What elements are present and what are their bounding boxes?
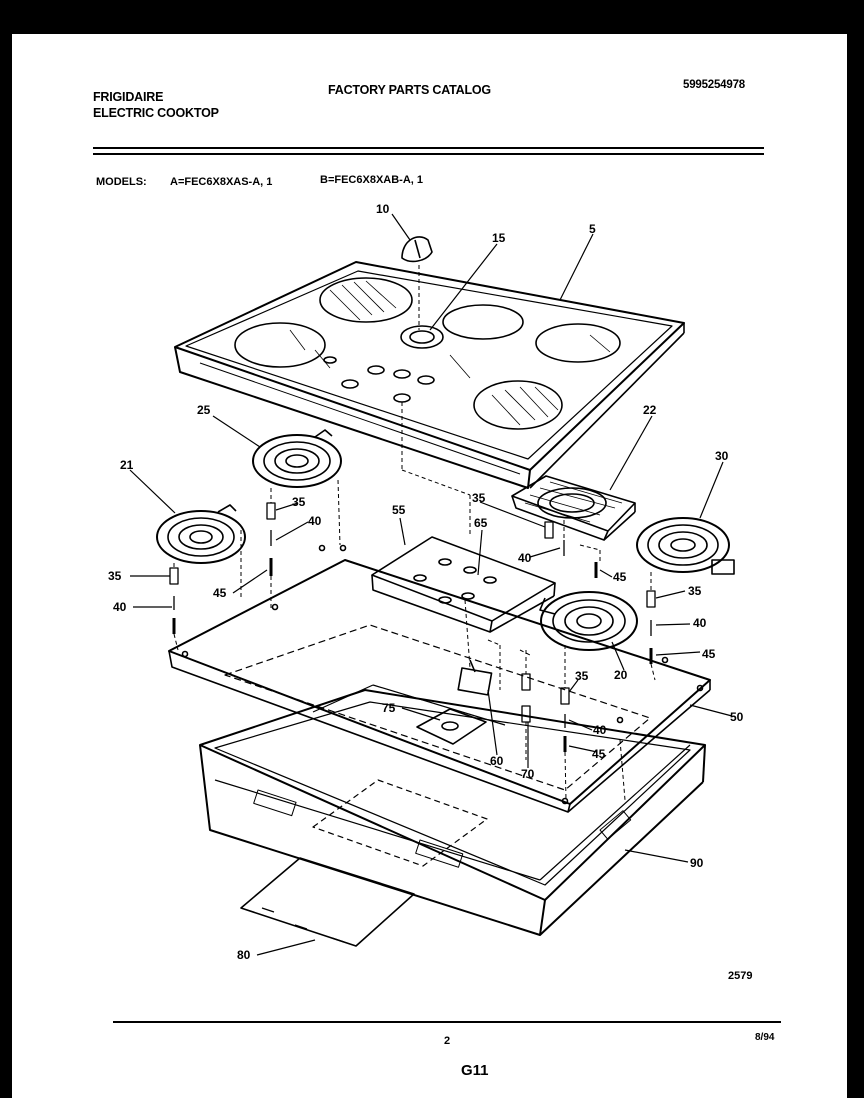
product-name: ELECTRIC COOKTOP — [93, 106, 219, 120]
control-box — [371, 536, 556, 633]
revision-date: 8/94 — [755, 1032, 775, 1043]
callout-21: 21 — [120, 458, 134, 472]
catalog-page — [12, 34, 847, 1098]
callout-10: 10 — [376, 202, 390, 216]
callout-55: 55 — [392, 503, 406, 517]
callout-5: 5 — [589, 222, 596, 236]
callout-45c: 45 — [702, 647, 716, 661]
leader-lines — [129, 213, 733, 956]
callout-60: 60 — [490, 754, 504, 768]
model-a: A=FEC6X8XAS-A, 1 — [170, 176, 273, 188]
section-code: G11 — [461, 1062, 489, 1079]
page-number: 2 — [444, 1035, 451, 1047]
callout-45d: 45 — [592, 747, 606, 761]
header-rule-top — [93, 147, 764, 149]
callout-40e: 40 — [593, 723, 607, 737]
catalog-title: FACTORY PARTS CATALOG — [328, 83, 491, 97]
control-knob — [401, 236, 433, 263]
callout-35b: 35 — [472, 491, 486, 505]
callout-30: 30 — [715, 449, 729, 463]
assembly-lines — [173, 265, 656, 801]
top-frame-plate — [168, 544, 711, 813]
callout-65: 65 — [474, 516, 488, 530]
screws — [173, 530, 652, 728]
surface-element-25 — [252, 429, 342, 488]
callout-25: 25 — [197, 403, 211, 417]
callout-50: 50 — [730, 710, 744, 724]
callout-80: 80 — [237, 948, 251, 962]
bottom-housing — [199, 689, 706, 936]
callout-70: 70 — [521, 767, 535, 781]
footer-rule — [113, 1021, 781, 1023]
surface-element-21 — [156, 504, 246, 564]
callout-15: 15 — [492, 231, 506, 245]
callout-45a: 45 — [613, 570, 627, 584]
callout-22: 22 — [643, 403, 657, 417]
surface-element-30 — [636, 517, 735, 575]
surface-element-20 — [539, 591, 638, 651]
callout-90: 90 — [690, 856, 704, 870]
callout-40d: 40 — [693, 616, 707, 630]
grill-element-22 — [511, 475, 636, 541]
catalog-number: 5995254978 — [683, 79, 745, 91]
callout-35e: 35 — [575, 669, 589, 683]
callout-35c: 35 — [108, 569, 122, 583]
brand-name: FRIGIDAIRE — [93, 90, 164, 104]
header-rule-bottom — [93, 153, 764, 155]
models-label: MODELS: — [96, 176, 147, 188]
coil-springs — [172, 558, 653, 752]
bracket-plate — [416, 708, 487, 745]
callout-35d: 35 — [688, 584, 702, 598]
callout-40a: 40 — [308, 514, 322, 528]
callout-35a: 35 — [292, 495, 306, 509]
callout-40c: 40 — [113, 600, 127, 614]
callout-75: 75 — [382, 701, 396, 715]
cooktop-glass-top — [174, 261, 685, 489]
callout-45b: 45 — [213, 586, 227, 600]
diagram-number: 2579 — [728, 970, 753, 982]
callout-20: 20 — [614, 668, 628, 682]
infinite-switch — [457, 659, 493, 696]
model-b: B=FEC6X8XAB-A, 1 — [320, 174, 424, 186]
callout-40b: 40 — [518, 551, 532, 565]
access-cover — [240, 857, 415, 947]
